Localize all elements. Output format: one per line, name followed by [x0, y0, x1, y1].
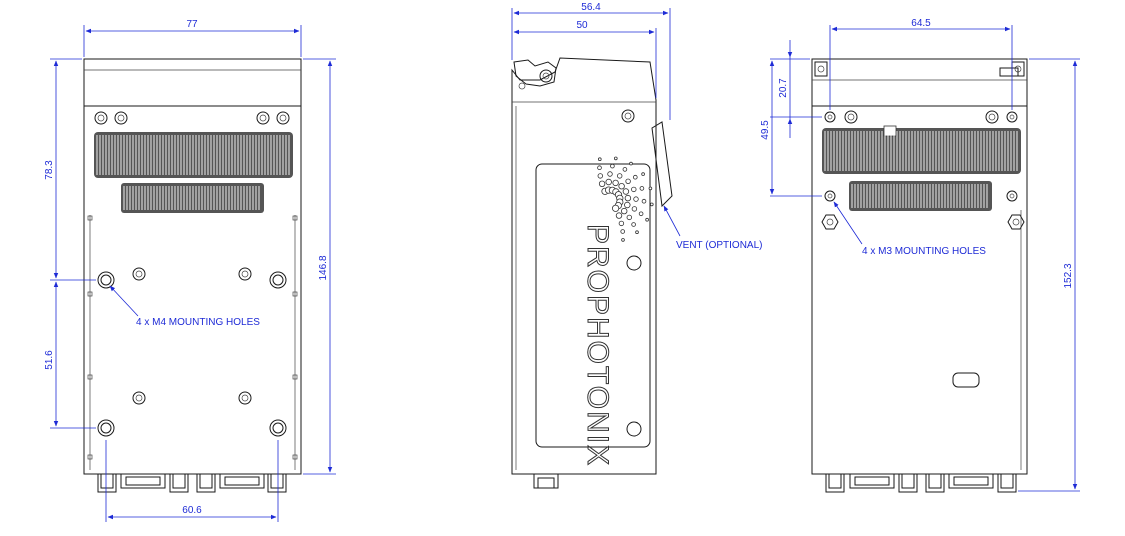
brand-wordmark: PROPHOTONIX [581, 224, 614, 467]
front-connectors [97, 473, 287, 493]
rear-vent-grille-upper [822, 125, 1021, 174]
rear-mounting-holes [824, 111, 1018, 202]
front-lower-dim: 51.6 [44, 350, 55, 370]
side-screw-upper [626, 255, 642, 271]
rear-connectors [825, 473, 1017, 493]
side-connector [533, 473, 559, 489]
logo-dot [631, 206, 638, 212]
front-vent-grille-upper [94, 132, 293, 178]
logo-dot [598, 180, 606, 187]
front-bosses [132, 267, 252, 405]
logo-dot [624, 194, 632, 202]
front-upper-dim: 78.3 [44, 160, 55, 180]
side-overall-dim: 56.4 [581, 2, 601, 13]
logo-dot [648, 186, 653, 191]
vent-slots [123, 186, 260, 210]
logo-dot [622, 167, 628, 172]
logo-dot [631, 222, 636, 227]
logo-dot [617, 173, 623, 179]
vent-slots [96, 135, 290, 175]
logo-dot [626, 214, 632, 221]
logo-dot [629, 161, 633, 166]
logo-dot [621, 207, 628, 215]
brand-logo-icon [597, 156, 654, 242]
logo-dot [649, 202, 654, 207]
front-view: 77 146.8 78.3 51.6 60.6 4 x M4 MOUNTING … [44, 19, 336, 522]
logo-dot [613, 156, 618, 161]
logo-dot [597, 157, 602, 162]
logo-dot [638, 211, 644, 217]
rear-hex-nuts [821, 214, 1025, 230]
logo-dot [612, 179, 619, 187]
rear-bosses [844, 110, 999, 124]
side-screw-lower [626, 421, 642, 437]
logo-dot [632, 174, 638, 180]
rear-body-outline [811, 58, 1028, 475]
logo-dot [620, 229, 625, 234]
logo-dot [610, 163, 615, 169]
logo-dot [625, 178, 631, 184]
logo-dot [624, 201, 631, 209]
logo-dot [597, 165, 602, 171]
side-dimensions: 56.4 50 VENT (OPTIONAL) [511, 2, 763, 251]
front-mounting-holes-note: 4 x M4 MOUNTING HOLES [136, 317, 260, 328]
logo-dot [631, 186, 637, 193]
logo-dot [621, 238, 625, 242]
logo-dot [635, 230, 639, 235]
logo-dot [641, 198, 647, 204]
rear-cable-slot [952, 372, 980, 388]
rear-mounting-holes-note: 4 x M3 MOUNTING HOLES [862, 246, 986, 257]
vent-slots [824, 131, 1018, 171]
front-upper-circles [94, 111, 290, 125]
logo-dot [639, 186, 645, 191]
rear-top-tabs [814, 61, 1025, 77]
logo-dot [597, 173, 603, 179]
front-side-rails [87, 215, 298, 470]
side-body-dim: 50 [576, 20, 588, 31]
vent-slots [851, 184, 988, 208]
side-label-panel [535, 163, 651, 448]
rear-view: 64.5 20.7 49.5 152.3 4 x M3 MOUNTING HOL… [760, 18, 1080, 493]
side-vent-note: VENT (OPTIONAL) [676, 240, 763, 251]
logo-dot [641, 172, 645, 176]
logo-dot [622, 188, 630, 195]
logo-dot [645, 217, 649, 222]
front-mounting-holes [97, 271, 287, 437]
logo-dot [618, 182, 625, 190]
logo-dot [618, 220, 625, 227]
logo-dot [607, 171, 613, 177]
front-dimensions: 77 146.8 78.3 51.6 60.6 4 x M4 MOUNTING … [44, 19, 336, 522]
front-body-outline [83, 58, 302, 475]
logo-dot [605, 178, 612, 186]
rear-middle-dim: 49.5 [760, 120, 771, 140]
front-hole-spacing-dim: 60.6 [182, 505, 202, 516]
front-height-dim: 146.8 [318, 255, 329, 280]
logo-dot [611, 204, 620, 212]
rear-width-dim: 64.5 [911, 18, 931, 29]
side-latch [513, 59, 635, 123]
front-width-dim: 77 [186, 19, 198, 30]
rear-dimensions: 64.5 20.7 49.5 152.3 4 x M3 MOUNTING HOL… [760, 18, 1080, 492]
logo-dot [615, 212, 623, 219]
side-vent-hood [651, 121, 673, 208]
side-view: PROPHOTONIX 56.4 50 VENT (OPTIONAL) [511, 2, 763, 489]
rear-upper-dim: 20.7 [778, 78, 789, 98]
rear-height-dim: 152.3 [1063, 263, 1074, 288]
logo-dot [633, 196, 639, 202]
